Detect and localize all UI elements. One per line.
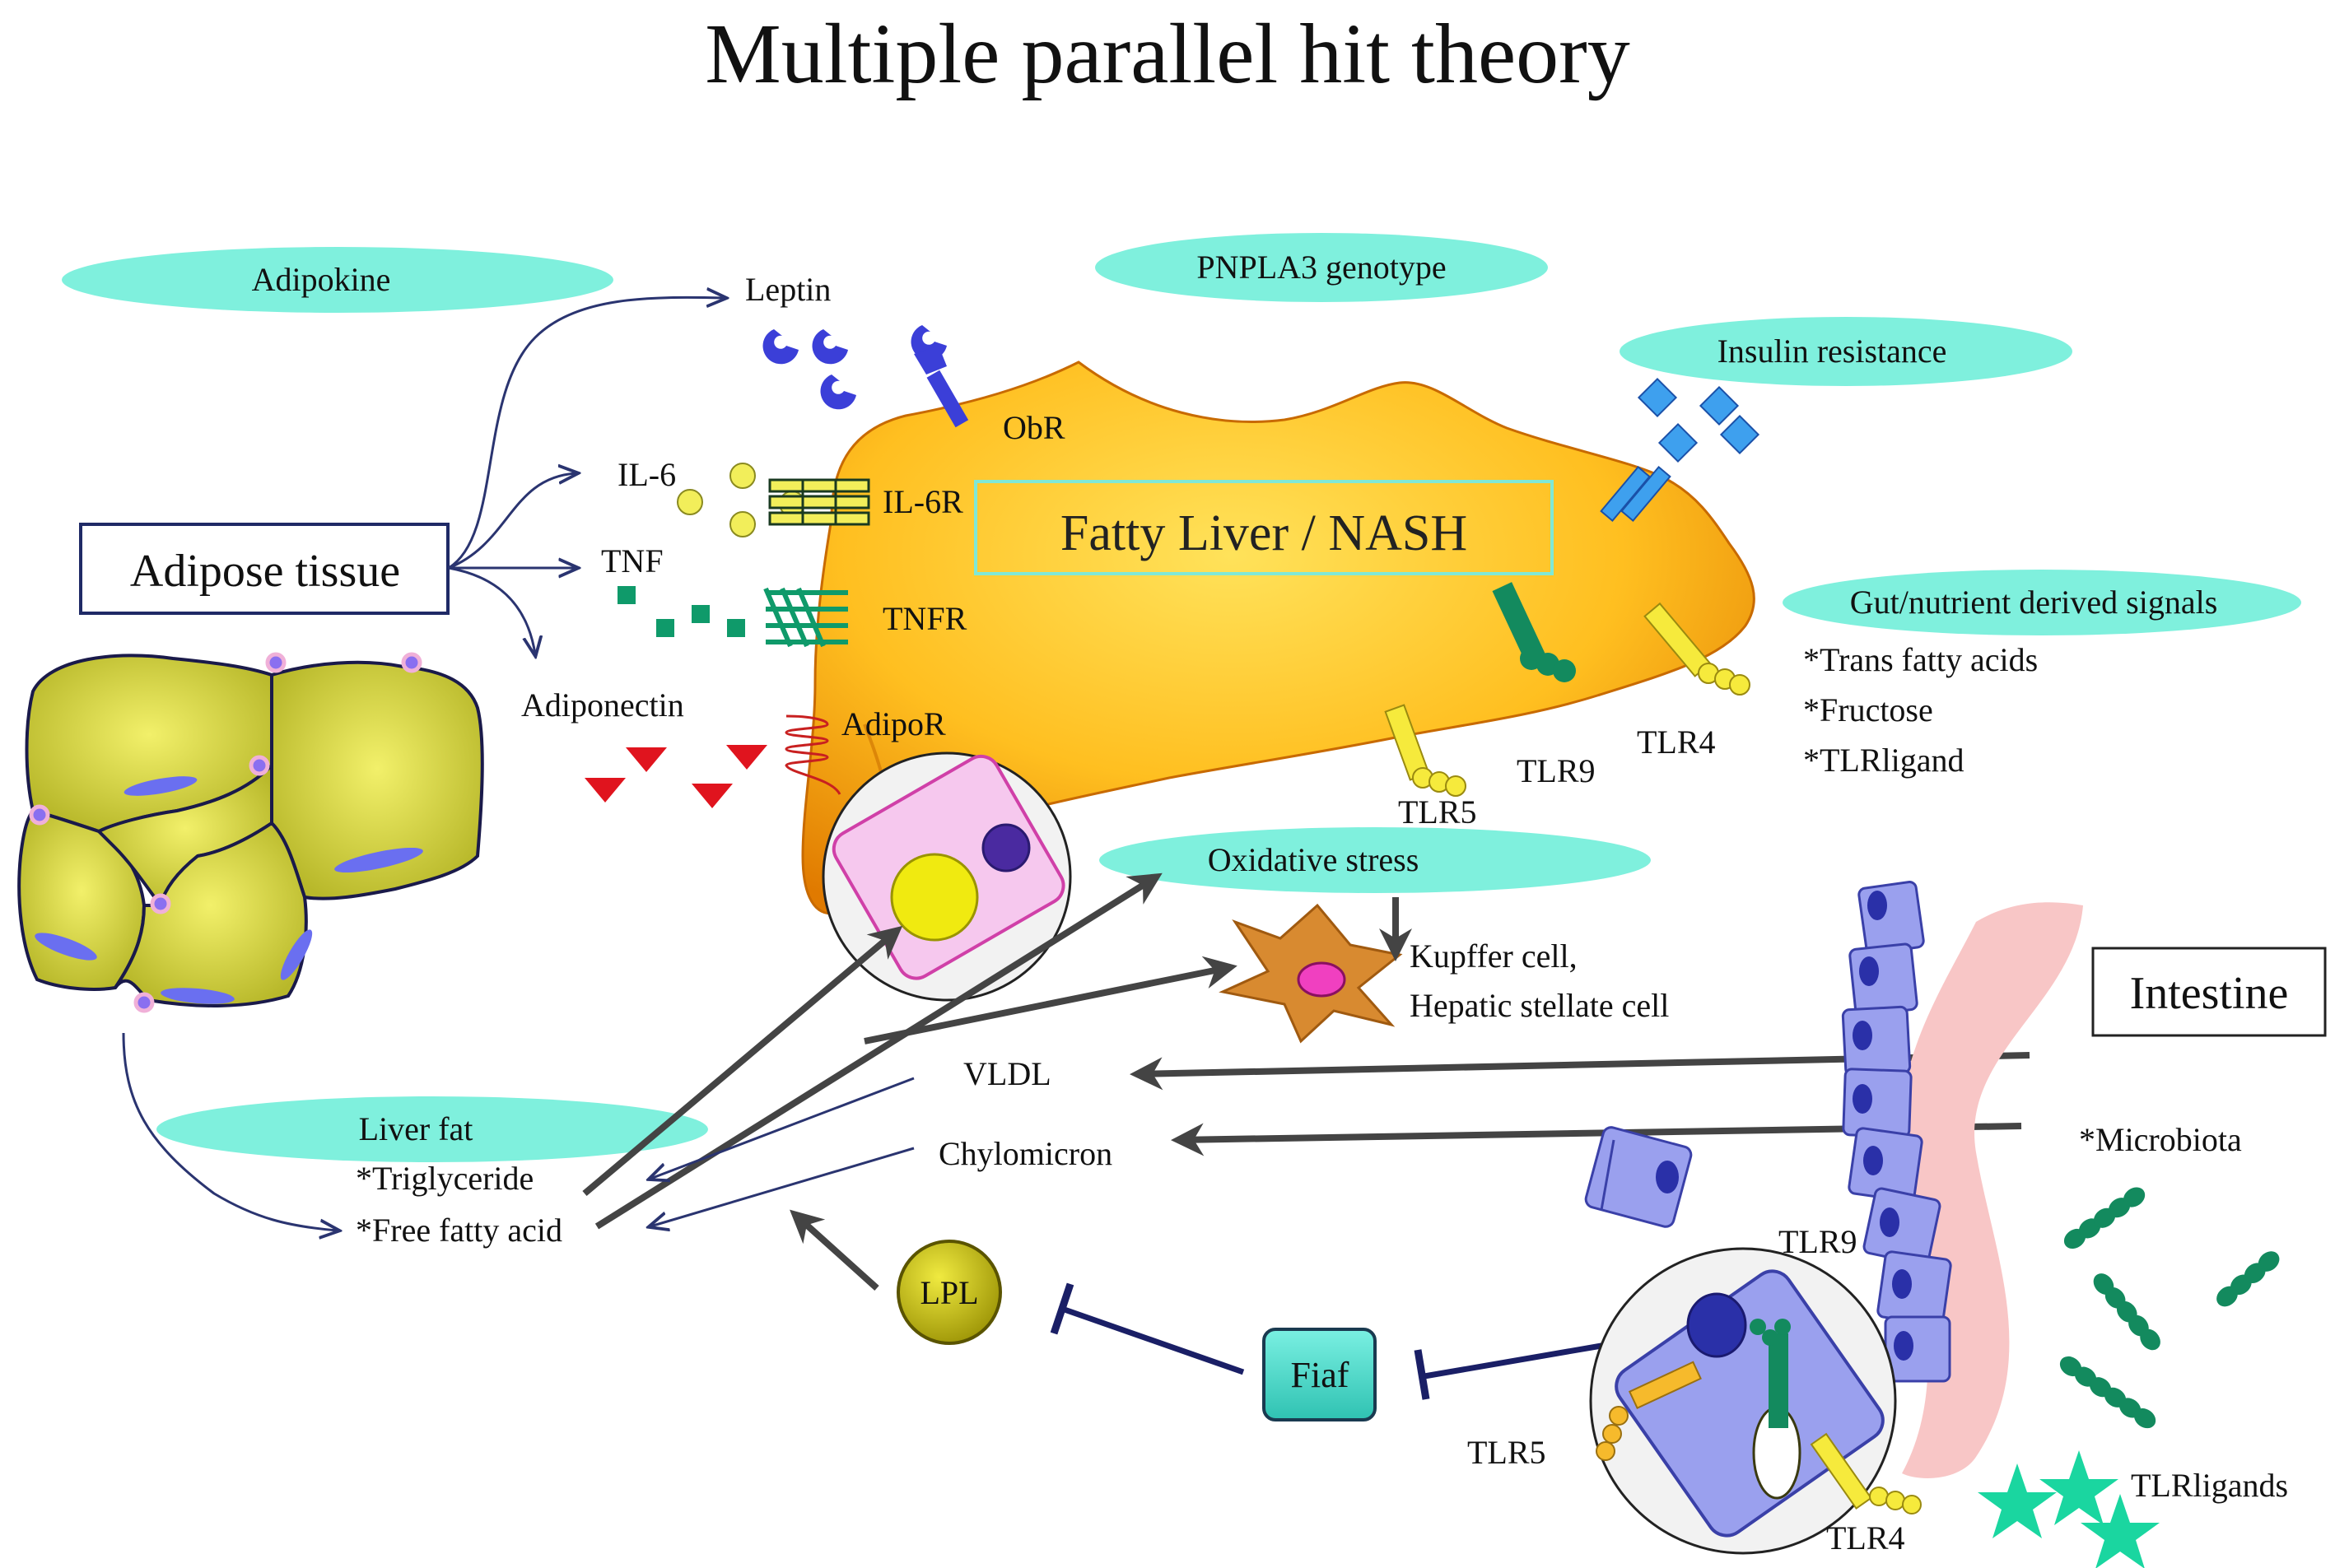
- pnpla3-label: PNPLA3 genotype: [1196, 249, 1446, 286]
- il6r-label: IL-6R: [883, 483, 963, 520]
- tlr5-liver-label: TLR5: [1398, 793, 1477, 831]
- tlrligands-label: TLRligands: [2131, 1467, 2288, 1504]
- vldl-label: VLDL: [963, 1055, 1051, 1092]
- gut-item-3: *TLRligand: [1803, 742, 1964, 779]
- kupffer-cell: [1219, 903, 1403, 1044]
- tnfr-receptor: [763, 587, 848, 648]
- pnpla3-ellipse: [1095, 233, 1548, 302]
- tlr5-liver-receptor: [1384, 704, 1466, 797]
- tlr9-liver-label: TLR9: [1517, 752, 1596, 789]
- fiaf-label: Fiaf: [1291, 1355, 1349, 1395]
- insulin-resistance-label: Insulin resistance: [1717, 333, 1947, 370]
- intestine-box: [2091, 947, 2327, 1037]
- detached-enterocyte: [1584, 1126, 1693, 1228]
- adipokine-label: Adipokine: [252, 261, 391, 298]
- lpl-label: LPL: [920, 1274, 978, 1311]
- leptin-molecules: [762, 325, 947, 410]
- insulin-molecules: [1637, 377, 1760, 463]
- enterocyte-magnifier: [1589, 1247, 1922, 1555]
- liver-fat-label: Liver fat: [359, 1110, 473, 1147]
- obr-receptor: [914, 346, 969, 428]
- stellate-label: Hepatic stellate cell: [1410, 987, 1669, 1024]
- tlr9-liver-receptor: [1492, 582, 1576, 682]
- inhibition-lines: [1050, 1282, 1602, 1400]
- fatty-liver-label: Fatty Liver / NASH: [1060, 505, 1467, 561]
- oxidative-ellipse: [1099, 827, 1651, 893]
- oxidative-stress-label: Oxidative stress: [1208, 841, 1419, 878]
- liver-fat-item-1: *Triglyceride: [356, 1160, 534, 1197]
- tnfr-label: TNFR: [883, 600, 967, 637]
- obr-label: ObR: [1003, 409, 1065, 446]
- insulin-receptor: [1600, 465, 1671, 523]
- adipocyte-cluster: [17, 654, 484, 1007]
- adipose-tissue-label: Adipose tissue: [130, 546, 400, 597]
- gut-signals-ellipse: [1783, 570, 2301, 635]
- liver-fat-ellipse: [156, 1096, 708, 1162]
- tlr4-liver-receptor: [1643, 602, 1750, 696]
- adiponectin-molecules: [585, 745, 767, 808]
- tnf-label: TNF: [601, 542, 664, 579]
- chylomicron-label: Chylomicron: [939, 1135, 1112, 1172]
- adipokine-arrows: [122, 297, 725, 1231]
- insulin-ellipse: [1620, 317, 2072, 386]
- tlr-ligand-stars: [1978, 1450, 2160, 1568]
- tlr4-gut-label: TLR4: [1826, 1519, 1905, 1556]
- il6-label: IL-6: [618, 456, 676, 493]
- gut-item-2: *Fructose: [1803, 691, 1933, 728]
- adipor-receptor: [785, 714, 841, 795]
- leptin-label: Leptin: [745, 271, 831, 308]
- adipor-label: AdipoR: [841, 705, 946, 742]
- adipose-tissue-box: [79, 523, 450, 615]
- diagram-title: Multiple parallel hit theory: [705, 7, 1629, 101]
- adiponectin-label: Adiponectin: [521, 686, 684, 724]
- gut-signals-label: Gut/nutrient derived signals: [1850, 584, 2218, 621]
- microbiota-bacteria: [2059, 1187, 2280, 1429]
- liver-fat-item-2: *Free fatty acid: [356, 1212, 562, 1249]
- kupffer-label: Kupffer cell,: [1410, 938, 1578, 975]
- adipokine-ellipse: [62, 247, 613, 313]
- lipoprotein-thin-arrows: [650, 1077, 915, 1226]
- tnf-molecules: [618, 586, 745, 637]
- il6r-receptor: [768, 478, 870, 526]
- tlr9-gut-label: TLR9: [1778, 1223, 1857, 1260]
- lpl-enzyme: LPL: [897, 1240, 1002, 1345]
- intestine-label: Intestine: [2130, 968, 2289, 1019]
- fiaf-factor: Fiaf: [1262, 1328, 1377, 1421]
- microbiota-label: *Microbiota: [2079, 1121, 2242, 1158]
- adipocyte-capillaries: [29, 652, 422, 1013]
- fatty-liver-box: [974, 480, 1554, 575]
- gut-item-1: *Trans fatty acids: [1803, 641, 2038, 678]
- adipocyte-nuclei: [35, 776, 423, 1004]
- intestinal-wall: [1841, 881, 2083, 1478]
- tlr5-gut-label: TLR5: [1467, 1434, 1546, 1471]
- tlr4-liver-label: TLR4: [1637, 724, 1716, 761]
